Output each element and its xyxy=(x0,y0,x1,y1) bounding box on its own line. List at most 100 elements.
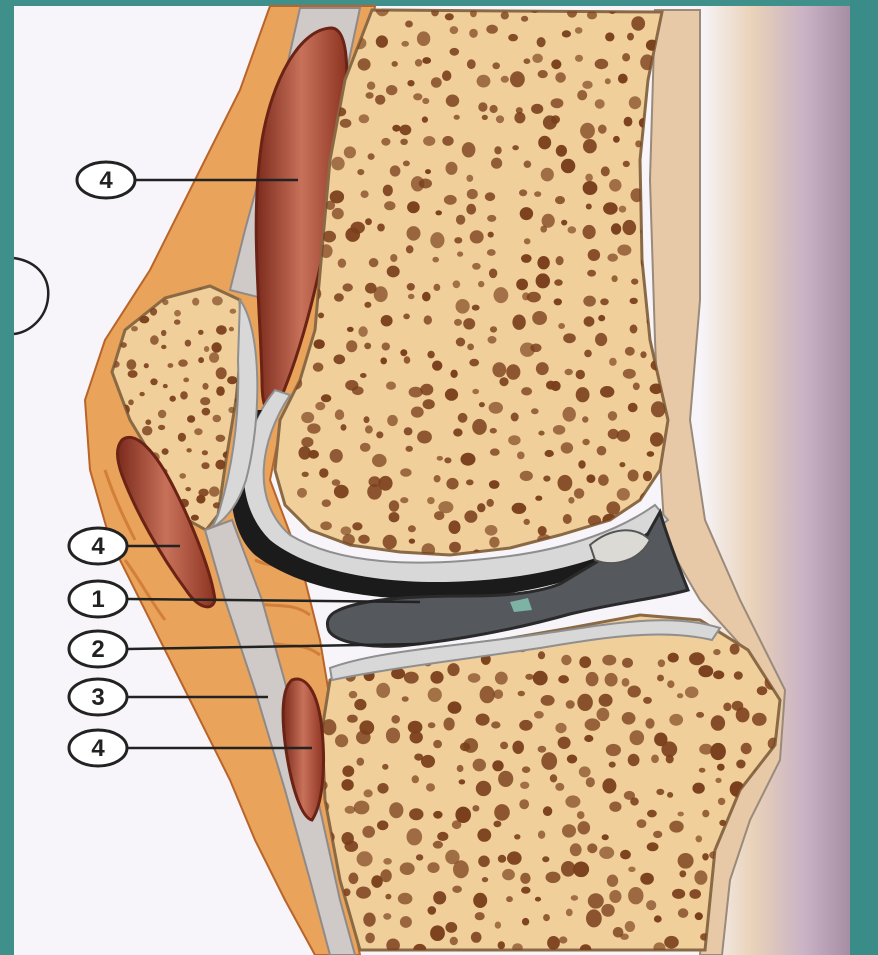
bone-pore xyxy=(494,287,509,303)
bone-pore xyxy=(185,487,191,491)
bone-pore xyxy=(375,95,385,105)
bone-pore xyxy=(541,752,557,770)
bone-pore xyxy=(453,280,461,288)
bone-pore xyxy=(126,359,136,370)
bone-pore xyxy=(573,862,589,878)
bone-pore xyxy=(628,754,640,766)
bone-pore xyxy=(666,755,674,764)
bone-pore xyxy=(512,315,525,330)
bone-pore xyxy=(341,526,352,535)
bone-pore xyxy=(490,428,497,434)
bone-pore xyxy=(357,169,364,175)
bone-pore xyxy=(417,31,430,46)
bone-pore xyxy=(599,694,613,707)
bone-pore xyxy=(445,922,457,933)
bone-pore xyxy=(502,869,515,880)
bone-pore xyxy=(461,453,476,466)
bone-pore xyxy=(519,799,529,809)
bone-pore xyxy=(409,539,415,544)
bone-pore xyxy=(510,71,525,87)
bone-pore xyxy=(368,153,375,160)
bone-pore xyxy=(498,941,505,949)
bone-pore xyxy=(356,887,371,899)
bone-pore xyxy=(390,254,397,262)
bone-pore xyxy=(489,537,499,548)
bone-pore xyxy=(538,70,548,78)
bone-pore xyxy=(128,399,134,405)
bone-pore xyxy=(419,179,432,189)
bone-pore xyxy=(667,792,673,798)
bone-pore xyxy=(472,805,479,811)
bone-pore xyxy=(446,478,458,490)
bone-pore xyxy=(377,820,388,830)
bone-pore xyxy=(571,895,578,901)
bone-pore xyxy=(403,314,410,320)
bone-pore xyxy=(631,279,638,285)
bone-pore xyxy=(211,342,221,352)
bone-pore xyxy=(546,872,561,883)
bone-pore xyxy=(538,136,551,150)
bone-pore xyxy=(430,232,444,248)
bone-pore xyxy=(597,708,610,721)
bone-pore xyxy=(533,671,548,686)
bone-pore xyxy=(178,359,188,366)
bone-pore xyxy=(492,62,500,69)
bone-pore xyxy=(356,730,371,744)
bone-pore xyxy=(514,112,525,123)
bone-pore xyxy=(492,760,503,771)
bone-pore xyxy=(343,283,353,291)
bone-pore xyxy=(407,201,420,213)
bone-pore xyxy=(488,232,494,238)
bone-pore xyxy=(186,448,191,452)
bone-pore xyxy=(202,408,211,416)
bone-pore xyxy=(216,325,227,334)
right-frame xyxy=(850,0,878,955)
bone-pore xyxy=(679,870,686,877)
bone-pore xyxy=(719,820,726,826)
bone-pore xyxy=(478,856,490,868)
bone-pore xyxy=(213,415,222,422)
bone-pore xyxy=(168,363,174,368)
bone-pore xyxy=(422,116,428,122)
bone-pore xyxy=(485,192,495,201)
bone-pore xyxy=(654,915,662,922)
bone-pore xyxy=(620,850,631,860)
bone-pore xyxy=(445,13,454,20)
bone-pore xyxy=(717,764,725,771)
bone-pore xyxy=(715,778,721,783)
bone-pore xyxy=(609,179,621,192)
bone-pore xyxy=(433,811,442,819)
bone-pore xyxy=(473,759,486,772)
bone-pore xyxy=(495,922,501,929)
bone-pore xyxy=(472,389,479,394)
bone-pore xyxy=(367,82,375,90)
bone-pore xyxy=(692,783,704,794)
bone-pore xyxy=(139,392,144,396)
bone-pore xyxy=(535,897,541,902)
bone-pore xyxy=(617,430,630,442)
bone-pore xyxy=(204,346,209,352)
bone-pore xyxy=(150,335,159,345)
bone-pore xyxy=(538,651,545,659)
bone-pore xyxy=(491,158,502,169)
bone-pore xyxy=(623,369,636,379)
bone-pore xyxy=(619,206,626,213)
bone-pore xyxy=(577,694,593,711)
bone-pore xyxy=(672,889,685,899)
bone-pore xyxy=(446,95,459,107)
bone-pore xyxy=(383,913,391,920)
bone-pore xyxy=(442,136,453,146)
bone-pore xyxy=(456,338,465,347)
bone-pore xyxy=(538,746,547,753)
bone-pore xyxy=(689,652,705,665)
bone-pore xyxy=(383,535,397,550)
bone-pore xyxy=(383,858,392,865)
bone-pore xyxy=(565,795,580,807)
bone-pore xyxy=(537,256,549,269)
bone-pore xyxy=(179,473,186,479)
bone-pore xyxy=(362,826,375,838)
bone-pore xyxy=(603,202,618,214)
bone-pore xyxy=(170,396,176,402)
bone-pore xyxy=(330,449,343,463)
bone-pore xyxy=(699,768,706,773)
